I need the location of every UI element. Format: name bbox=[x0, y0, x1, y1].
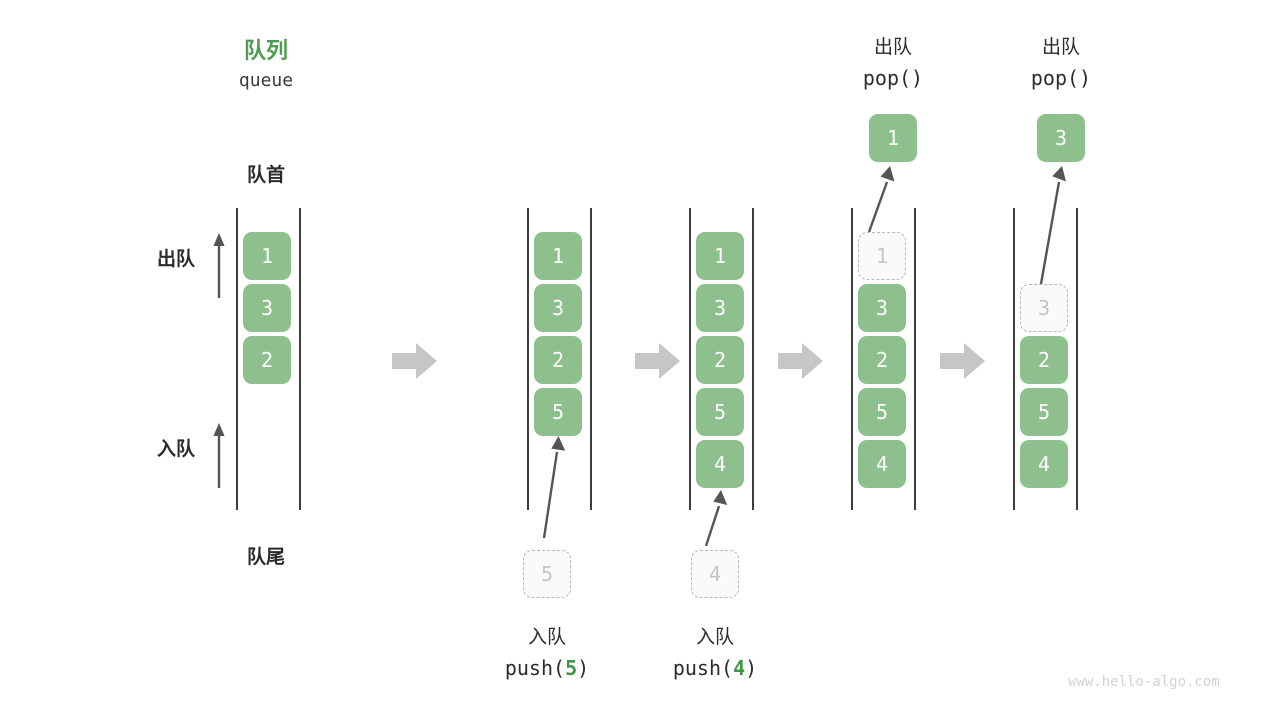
popped-cell: 3 bbox=[1037, 114, 1085, 162]
step-caption-cn: 出队 bbox=[1041, 37, 1080, 58]
code-suffix: ) bbox=[577, 656, 590, 680]
pop-arrow bbox=[1039, 166, 1066, 285]
queue-cell: 1 bbox=[243, 232, 291, 280]
queue-rail-left-2 bbox=[527, 208, 529, 510]
queue-cell: 1 bbox=[696, 232, 744, 280]
queue-cell-removed: 3 bbox=[1020, 284, 1068, 332]
queue-rail-left-1 bbox=[236, 208, 238, 510]
code-number: 4 bbox=[733, 656, 746, 680]
transition-arrow bbox=[392, 343, 437, 379]
front-label: 队首 bbox=[246, 165, 285, 186]
dequeue-label: 出队 bbox=[156, 249, 195, 270]
queue-cell: 5 bbox=[858, 388, 906, 436]
queue-cell: 5 bbox=[1020, 388, 1068, 436]
queue-rail-right-4 bbox=[914, 208, 916, 510]
code-suffix: ) bbox=[745, 656, 758, 680]
queue-cell: 3 bbox=[534, 284, 582, 332]
queue-cell: 4 bbox=[1020, 440, 1068, 488]
push-arrow bbox=[704, 490, 728, 547]
queue-title-en: queue bbox=[238, 70, 294, 91]
dequeue-direction-arrow bbox=[213, 233, 225, 298]
code-prefix: push( bbox=[504, 656, 566, 680]
queue-cell: 5 bbox=[696, 388, 744, 436]
queue-rail-right-5 bbox=[1076, 208, 1078, 510]
queue-rail-right-1 bbox=[299, 208, 301, 510]
queue-cell: 3 bbox=[243, 284, 291, 332]
step-caption-code: push(4) bbox=[645, 656, 785, 680]
queue-cell: 3 bbox=[858, 284, 906, 332]
queue-rail-right-3 bbox=[752, 208, 754, 510]
transition-arrow bbox=[635, 343, 680, 379]
step-caption-cn: 入队 bbox=[695, 627, 734, 648]
queue-cell: 4 bbox=[858, 440, 906, 488]
incoming-ghost-cell: 5 bbox=[523, 550, 571, 598]
queue-title-cn: 队列 bbox=[243, 38, 288, 63]
transition-arrow bbox=[940, 343, 985, 379]
queue-cell: 2 bbox=[696, 336, 744, 384]
queue-cell: 2 bbox=[1020, 336, 1068, 384]
queue-rail-left-5 bbox=[1013, 208, 1015, 510]
step-caption-code: pop() bbox=[1030, 66, 1092, 90]
step-caption-code: pop() bbox=[862, 66, 924, 90]
queue-rail-right-2 bbox=[590, 208, 592, 510]
rear-label: 队尾 bbox=[246, 547, 285, 568]
step-caption-cn: 入队 bbox=[527, 627, 566, 648]
queue-cell: 3 bbox=[696, 284, 744, 332]
queue-cell: 2 bbox=[243, 336, 291, 384]
queue-rail-left-3 bbox=[689, 208, 691, 510]
step-caption-code: push(5) bbox=[477, 656, 617, 680]
pop-arrow bbox=[867, 166, 895, 233]
enqueue-label: 入队 bbox=[156, 439, 195, 460]
queue-rail-left-4 bbox=[851, 208, 853, 510]
queue-cell: 2 bbox=[534, 336, 582, 384]
enqueue-direction-arrow bbox=[213, 423, 225, 488]
watermark: www.hello-algo.com bbox=[1068, 674, 1220, 690]
incoming-ghost-cell: 4 bbox=[691, 550, 739, 598]
code-number: 5 bbox=[565, 656, 578, 680]
code-prefix: push( bbox=[672, 656, 734, 680]
popped-cell: 1 bbox=[869, 114, 917, 162]
push-arrow bbox=[542, 436, 566, 539]
queue-cell: 2 bbox=[858, 336, 906, 384]
step-caption-cn: 出队 bbox=[873, 37, 912, 58]
queue-cell-new: 4 bbox=[696, 440, 744, 488]
queue-cell-removed: 1 bbox=[858, 232, 906, 280]
transition-arrow bbox=[778, 343, 823, 379]
queue-cell-new: 5 bbox=[534, 388, 582, 436]
queue-cell: 1 bbox=[534, 232, 582, 280]
